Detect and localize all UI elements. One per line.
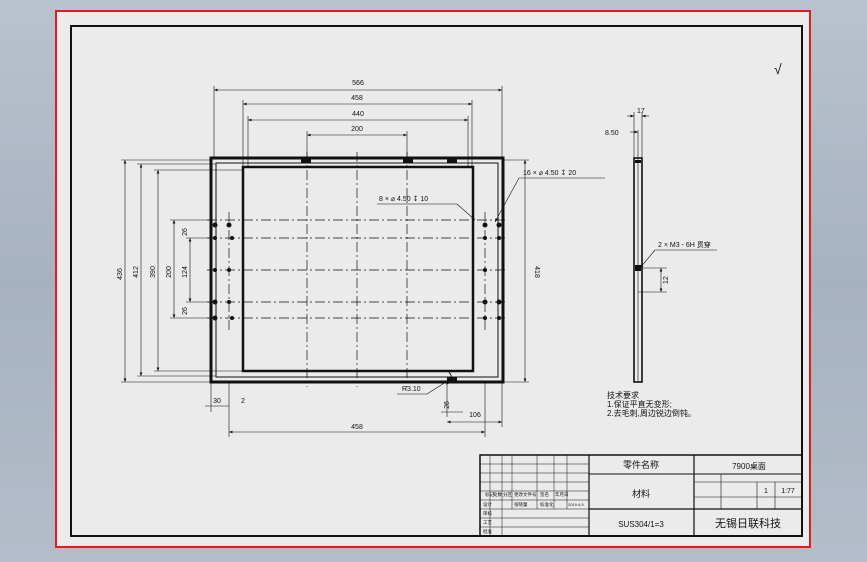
tb-mark-4: 更改文件号	[514, 491, 537, 498]
dim-26-a: 26	[182, 228, 189, 236]
technical-requirements: 技术要求 1.保证平直无变形; 2.去毛刺,周边锐边倒钝。	[607, 390, 696, 418]
dim-26-bottom: 26	[444, 401, 451, 409]
dim-200-top: 200	[351, 126, 363, 133]
surface-finish-symbol: √	[774, 61, 782, 77]
material-label: 材料	[632, 488, 650, 499]
dim-106: 106	[469, 412, 481, 419]
tb-mark-5: 签名	[540, 491, 549, 498]
dim-12: 12	[663, 276, 670, 284]
dim-124: 124	[182, 266, 189, 278]
tb-mark-1: 标记	[485, 491, 494, 498]
tech-req-title: 技术要求	[607, 390, 639, 400]
tb-mark-2: 处数	[493, 491, 502, 498]
dim-390: 390	[150, 266, 157, 278]
dim-440: 440	[352, 111, 364, 118]
dim-17: 17	[637, 108, 645, 115]
callout-16-holes: 16 × ⌀ 4.50 ↧ 20	[523, 169, 576, 177]
dimension-lines	[121, 86, 605, 437]
dim-8-50: 8.50	[605, 130, 619, 137]
dim-200-left: 200	[166, 266, 173, 278]
dim-412: 412	[133, 266, 140, 278]
title-block-text: 零件名称 7900桌面 材料 SUS304/1=3 无锡日联科技 1 1:77 …	[483, 459, 795, 535]
tech-req-line-1: 1.保证平直无变形;	[607, 399, 672, 409]
tb-review: 审核	[483, 510, 492, 517]
dim-458-top: 458	[351, 95, 363, 102]
dim-418: 418	[533, 266, 540, 278]
dim-radius: R3.10	[402, 386, 421, 393]
plate-front-view	[207, 152, 507, 387]
drawing-canvas: √	[70, 25, 803, 537]
plate-side-view: 17 8.50 12 2 × M3 - 6H 贯穿	[605, 108, 717, 383]
tb-designer: 张晓蕾	[514, 501, 528, 508]
dim-436: 436	[117, 268, 124, 280]
tb-date: 2019.4.9	[568, 502, 584, 507]
dim-26-b: 26	[182, 307, 189, 315]
dim-458-bottom: 458	[351, 424, 363, 431]
material: SUS304/1=3	[618, 520, 664, 529]
title-block	[479, 454, 803, 537]
tb-standard: 标准化	[540, 501, 554, 508]
part-name-label: 零件名称	[623, 459, 659, 470]
tb-design-label: 设计	[483, 501, 492, 508]
quantity: 1	[764, 488, 768, 495]
part-name: 7900桌面	[732, 461, 766, 471]
drawing-sheet: √	[55, 10, 811, 548]
tb-approve: 批准	[483, 528, 492, 535]
company-name: 无锡日联科技	[715, 516, 781, 530]
drawing-border	[70, 25, 803, 537]
tb-mark-3: 分区	[503, 491, 512, 498]
callout-thread: 2 × M3 - 6H 贯穿	[658, 240, 711, 249]
callout-8-holes: 8 × ⌀ 4.50 ↧ 10	[379, 195, 428, 203]
dim-2: 2	[241, 398, 245, 405]
tb-process: 工艺	[483, 520, 492, 525]
tb-mark-6: 年月日	[555, 491, 569, 498]
dim-30: 30	[213, 398, 221, 405]
tech-req-line-2: 2.去毛刺,周边锐边倒钝。	[607, 408, 696, 418]
scale: 1:77	[781, 488, 795, 495]
dim-566: 566	[352, 80, 364, 87]
